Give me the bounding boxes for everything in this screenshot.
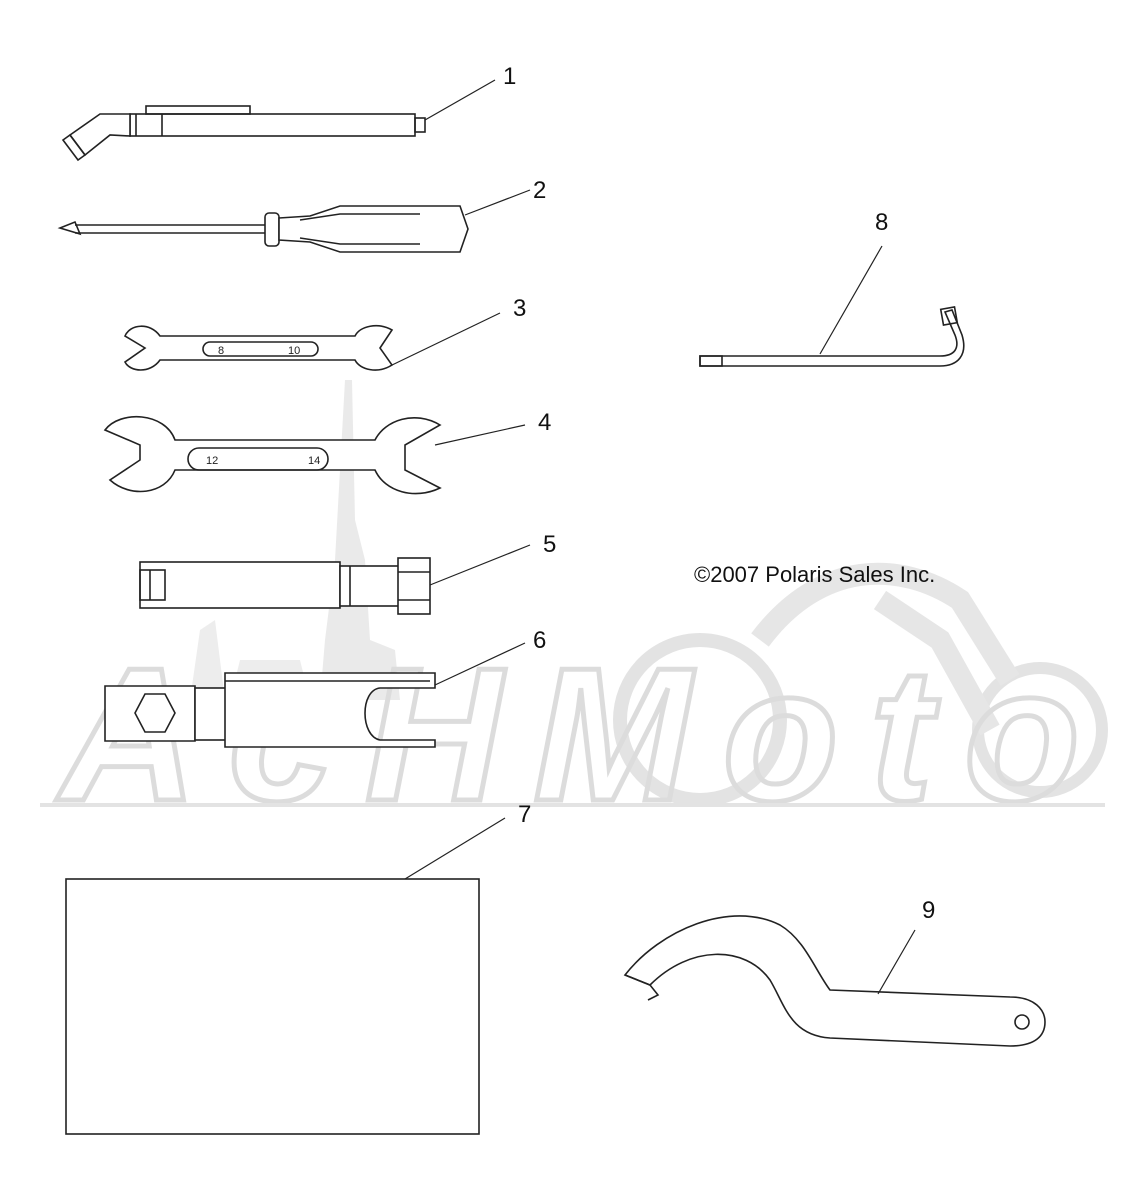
mark-8: 8 — [218, 345, 224, 357]
part-spark-plug-wrench — [104, 672, 436, 748]
watermark-wheel-left — [613, 633, 787, 807]
callout-2: 2 — [533, 177, 546, 204]
leader-9 — [877, 929, 916, 995]
part-tool-bag — [65, 878, 480, 1135]
callout-3: 3 — [513, 295, 526, 322]
leader-1 — [424, 79, 496, 121]
callout-4: 4 — [538, 409, 551, 436]
part-wrench-small: 8 10 — [123, 324, 394, 371]
part-wrench-large: 12 14 — [103, 416, 442, 495]
copyright: ©2007 Polaris Sales Inc. — [694, 562, 935, 587]
leader-2 — [464, 189, 531, 216]
callout-8: 8 — [875, 209, 888, 236]
leader-8 — [819, 245, 883, 355]
part-spanner-wrench — [623, 915, 1046, 1047]
callout-6: 6 — [533, 627, 546, 654]
mark-14: 14 — [308, 455, 320, 467]
callout-9: 9 — [922, 897, 935, 924]
leader-4 — [434, 424, 526, 446]
callout-7: 7 — [518, 801, 531, 828]
part-spark-plug-socket — [139, 557, 431, 615]
leader-7 — [404, 817, 506, 880]
callout-5: 5 — [543, 531, 556, 558]
part-screwdriver — [57, 205, 469, 253]
part-hex-key — [699, 305, 965, 367]
callout-1: 1 — [503, 63, 516, 90]
mark-10: 10 — [288, 345, 300, 357]
leader-5 — [429, 544, 531, 586]
mark-12: 12 — [206, 455, 218, 467]
leader-6 — [434, 642, 526, 686]
watermark-bike-frame — [751, 562, 1020, 736]
watermark-tower — [320, 380, 400, 700]
leader-3 — [389, 312, 501, 367]
part-tire-gauge — [61, 105, 426, 162]
